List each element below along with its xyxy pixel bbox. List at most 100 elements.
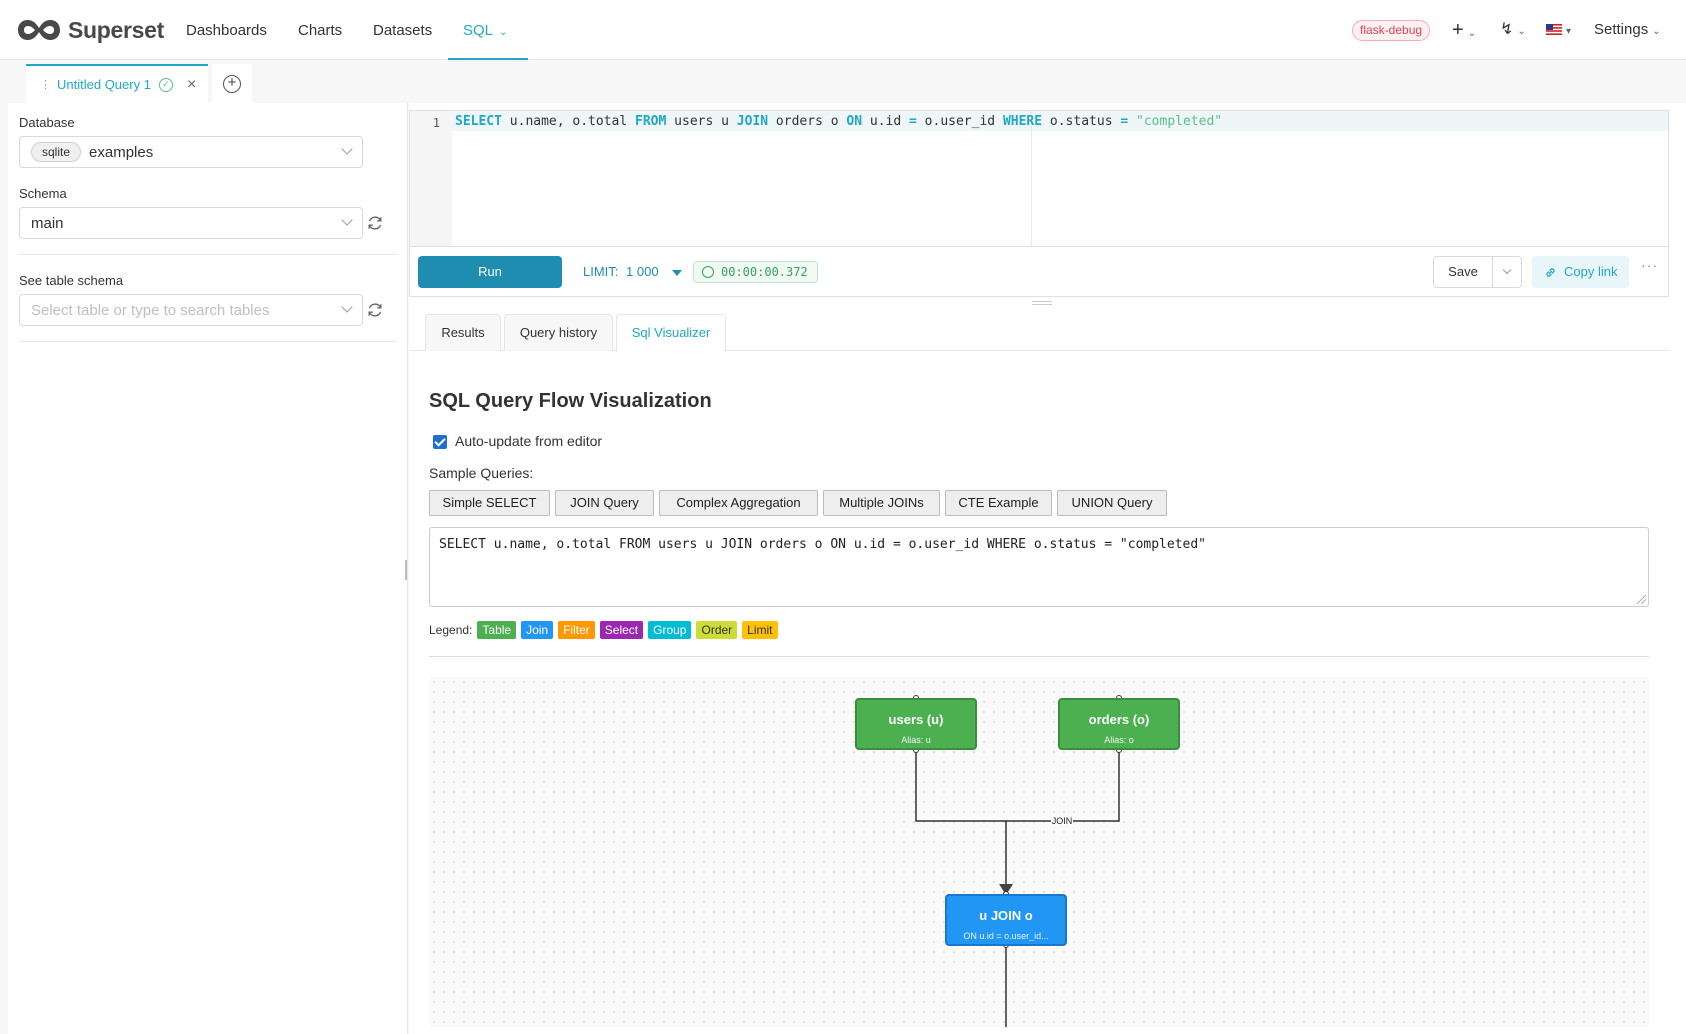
database-value: examples [89, 143, 154, 161]
limit-value: 1 000 [626, 264, 659, 279]
sql-editor[interactable]: 1 SELECT u.name, o.total FROM users u JO… [409, 110, 1669, 247]
chevron-down-icon [341, 214, 353, 226]
nav-sql[interactable]: SQL ⌄ [448, 0, 528, 60]
run-button[interactable]: Run [418, 256, 562, 288]
sample-cte-example-button[interactable]: CTE Example [945, 490, 1052, 516]
code-token: o.user_id [916, 114, 1003, 129]
edge-users-to-join [915, 750, 1007, 887]
node-title: orders (o) [1088, 712, 1150, 727]
more-options-icon[interactable]: ··· [1641, 257, 1658, 273]
tab-query-history[interactable]: Query history [504, 314, 613, 351]
editor-resize-handle[interactable] [1032, 301, 1052, 305]
node-orders-table[interactable]: orders (o) Alias: o [1058, 698, 1180, 750]
sql-textarea[interactable]: SELECT u.name, o.total FROM users u JOIN… [429, 527, 1649, 607]
sql-textarea-value: SELECT u.name, o.total FROM users u JOIN… [439, 537, 1207, 552]
extensions-menu[interactable]: ↯⌄ [1500, 18, 1526, 42]
sample-multiple-joins-button[interactable]: Multiple JOINs [823, 490, 940, 516]
chevron-down-icon: ⌄ [1517, 26, 1526, 37]
tab-results[interactable]: Results [425, 314, 501, 351]
database-select[interactable]: sqlite examples [19, 136, 363, 168]
code-token: o.status [1042, 114, 1121, 129]
table-select[interactable]: Select table or type to search tables [19, 294, 363, 326]
tab-sql-visualizer[interactable]: Sql Visualizer [616, 314, 726, 352]
legend-label: Legend: [429, 623, 473, 637]
table-select-placeholder: Select table or type to search tables [31, 301, 270, 319]
save-button[interactable]: Save [1433, 256, 1493, 288]
visualizer-title: SQL Query Flow Visualization [429, 390, 712, 412]
node-join[interactable]: u JOIN o ON u.id = o.user_id... [945, 894, 1067, 946]
legend-filter: Filter [558, 621, 595, 639]
line-number: 1 [432, 116, 440, 130]
plus-circle-icon: + [223, 74, 241, 93]
flow-canvas[interactable]: JOIN users (u) Alias: u orders (o) Alias… [429, 677, 1649, 1027]
code-token: JOIN [736, 114, 769, 129]
superset-infinity-icon [18, 20, 60, 40]
code-token [1128, 114, 1136, 129]
legend-limit: Limit [742, 621, 778, 639]
chevron-down-icon: ⌄ [499, 27, 508, 38]
panel-resize-handle[interactable] [405, 560, 407, 580]
refresh-tables-icon[interactable] [366, 301, 384, 319]
code-token: orders o [768, 114, 847, 129]
node-users-table[interactable]: users (u) Alias: u [855, 698, 977, 750]
refresh-schema-icon[interactable] [366, 214, 384, 232]
code-token: = [1120, 114, 1129, 129]
code-token: u.id [862, 114, 910, 129]
close-icon[interactable]: × [186, 75, 197, 93]
query-tab[interactable]: ⋮ Untitled Query 1 ✓ × [26, 64, 208, 103]
editor-toolbar: Run LIMIT: 1 000 00:00:00.372 Save Copy … [409, 247, 1669, 297]
settings-menu[interactable]: Settings⌄ [1594, 18, 1661, 42]
code-token: = [909, 114, 917, 129]
legend-select: Select [599, 621, 644, 639]
save-dropdown-button[interactable] [1492, 256, 1522, 288]
edge-label: JOIN [1052, 816, 1073, 826]
code-token: WHERE [1002, 114, 1043, 129]
query-tab-label: Untitled Query 1 [57, 77, 151, 92]
legend-order: Order [696, 621, 738, 639]
copy-link-button[interactable]: Copy link [1532, 256, 1629, 288]
sql-main-area: 1 SELECT u.name, o.total FROM users u JO… [409, 103, 1686, 1034]
node-title: users (u) [888, 712, 944, 727]
nav-sql-label: SQL [463, 22, 494, 39]
divider [19, 254, 397, 255]
code-token: "completed" [1136, 114, 1223, 129]
sample-queries-label: Sample Queries: [429, 465, 534, 481]
copy-link-label: Copy link [1564, 264, 1618, 279]
legend-group: Group [648, 621, 692, 639]
brand-name: Superset [68, 16, 165, 43]
code-token: ON [846, 114, 863, 129]
settings-label: Settings [1594, 21, 1649, 38]
chevron-down-icon: ⌄ [1652, 26, 1661, 37]
nav-charts[interactable]: Charts [298, 22, 343, 39]
schema-select[interactable]: main [19, 207, 363, 239]
sample-simple-select-button[interactable]: Simple SELECT [429, 490, 550, 516]
language-menu[interactable]: ▾ [1546, 18, 1571, 42]
query-tabbar: ⋮ Untitled Query 1 ✓ × + [0, 60, 1686, 103]
bolt-icon: ↯ [1500, 21, 1514, 38]
add-tab-button[interactable]: + [212, 64, 252, 103]
sql-code-line[interactable]: SELECT u.name, o.total FROM users u JOIN… [455, 114, 1222, 129]
resize-grip-icon[interactable] [1637, 595, 1646, 604]
sample-complex-aggregation-button[interactable]: Complex Aggregation [659, 490, 818, 516]
print-margin [1031, 111, 1032, 246]
limit-dropdown[interactable]: LIMIT: 1 000 [583, 256, 683, 288]
flow-edges: JOIN [913, 695, 1122, 1027]
drag-handle-icon[interactable]: ⋮ [40, 79, 51, 91]
sql-left-panel: Database sqlite examples Schema main See… [8, 103, 408, 1034]
new-menu[interactable]: +⌄ [1452, 18, 1476, 42]
auto-update-label[interactable]: Auto-update from editor [455, 433, 603, 449]
nav-datasets[interactable]: Datasets [373, 22, 433, 39]
link-icon [1546, 268, 1555, 277]
divider [429, 656, 1649, 657]
sample-union-query-button[interactable]: UNION Query [1057, 490, 1167, 516]
legend-table: Table [477, 621, 517, 639]
sample-join-query-button[interactable]: JOIN Query [555, 490, 654, 516]
chevron-down-icon: ⌄ [1467, 28, 1477, 39]
superset-logo[interactable]: Superset [16, 14, 164, 46]
env-badge: flask-debug [1352, 20, 1431, 41]
node-subtitle: ON u.id = o.user_id... [963, 931, 1049, 941]
auto-update-checkbox[interactable] [433, 435, 447, 449]
table-schema-label: See table schema [19, 273, 124, 288]
nav-dashboards[interactable]: Dashboards [186, 22, 267, 39]
edge-label-bg [1051, 814, 1073, 827]
